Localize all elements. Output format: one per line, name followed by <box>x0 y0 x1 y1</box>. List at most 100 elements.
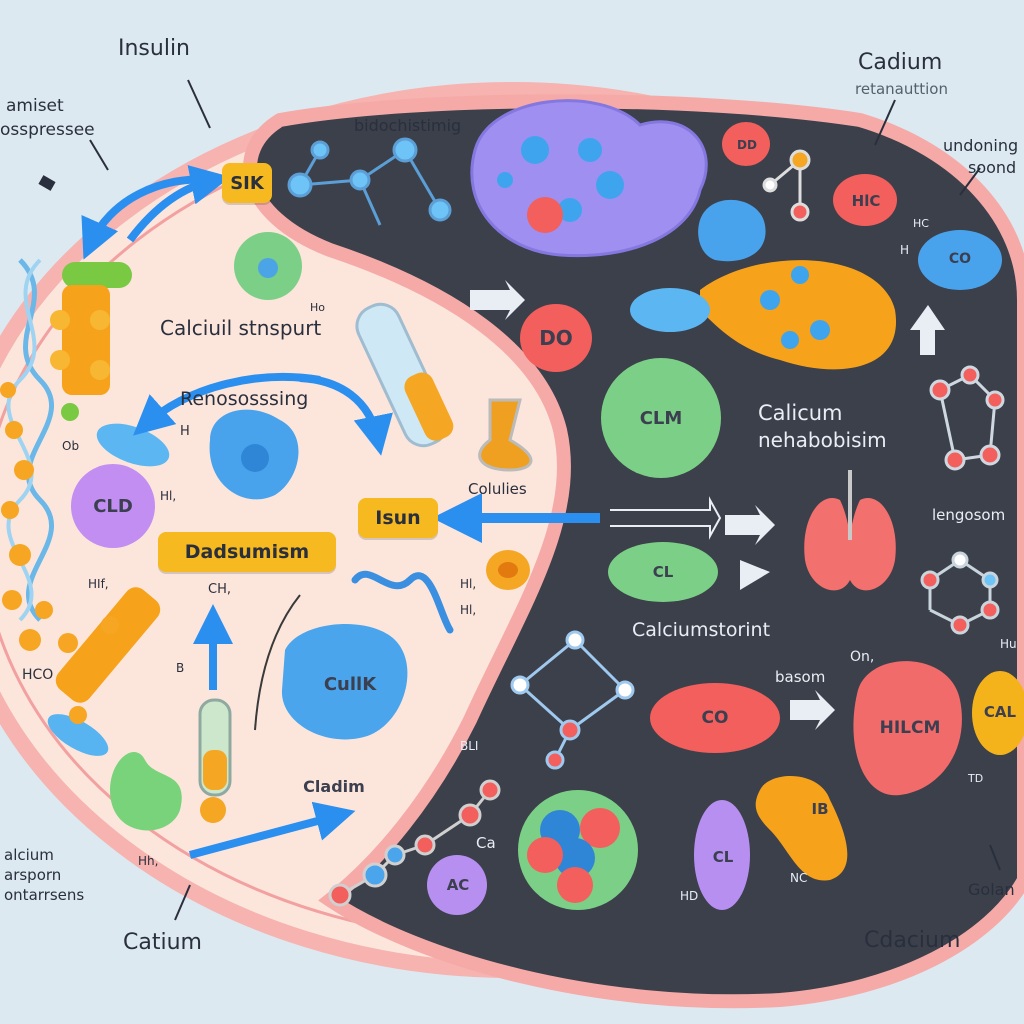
label-bidochistimig: bidochistimig <box>354 116 462 135</box>
molecule-chain-bottom <box>328 779 501 907</box>
blue-capsule-bottom <box>47 714 109 756</box>
blob-hlc: HlC <box>851 192 881 210</box>
arrow-bottom <box>188 801 356 859</box>
hilcm-red-cell <box>853 661 962 796</box>
label-basom: basom <box>775 668 826 686</box>
blob-cal: CAL <box>983 703 1017 721</box>
label-ho: Ho <box>310 301 326 314</box>
arrow-cycle-right <box>299 374 393 456</box>
cld-organelle <box>71 464 155 548</box>
dd-red-cell <box>722 122 770 166</box>
purple-capsule <box>694 800 750 910</box>
label-h-right: H <box>900 243 910 257</box>
orange-vacuole <box>700 260 897 370</box>
label-lengosom: lengosom <box>932 506 1006 524</box>
tag-sik: SIK <box>222 163 272 203</box>
blob-clm: CLM <box>639 407 683 429</box>
label-ob: Ob <box>62 439 80 453</box>
label-calicum: Calicum <box>758 401 843 425</box>
label-td: TD <box>968 772 984 785</box>
green-capsule <box>608 542 718 602</box>
label-ca: Ca <box>476 834 496 852</box>
label-ch: CH, <box>208 582 231 597</box>
molecule-network-right <box>929 365 1005 471</box>
label-renososssing: Renososssing <box>180 388 309 410</box>
open-arrow <box>610 496 722 540</box>
ib-orange-bean <box>755 776 848 881</box>
molecule-network-mid <box>510 630 635 770</box>
label-catium: Catium <box>123 930 202 955</box>
label-amiset: amiset <box>6 96 64 116</box>
label-calcium-transport: Calciuil stnspurt <box>160 316 322 340</box>
label-hif: HIf, <box>88 577 109 591</box>
green-flask-blob <box>110 751 182 831</box>
ac-purple-circle <box>427 855 487 915</box>
blob-do: DO <box>539 326 573 350</box>
blob-cl-purple: CL <box>712 848 734 866</box>
clm-green-cell <box>601 358 721 478</box>
label-hl-2: Hl, <box>460 577 477 591</box>
orange-tube <box>55 587 161 703</box>
tag-isun: Isun <box>358 498 438 538</box>
label-hc-top: HC <box>913 217 929 230</box>
label-retanauttion: retanauttion <box>855 80 948 98</box>
label-hl-3: Hl, <box>460 603 477 617</box>
label-arsporn: arsporn <box>4 866 62 884</box>
hlc-red-cell <box>833 174 897 226</box>
blob-co: CO <box>701 708 729 728</box>
label-undoning: undoning <box>943 136 1019 155</box>
blue-small-capsule <box>698 199 766 262</box>
label-insulin: Insulin <box>118 36 191 61</box>
blob-dd: DD <box>737 138 757 152</box>
blob-cullk: CullK <box>323 673 377 695</box>
co-red-capsule <box>650 683 780 753</box>
label-bli: BLI <box>460 739 479 753</box>
protein-bar <box>62 262 132 288</box>
blob-cld: CLD <box>93 495 133 517</box>
arrow-thin <box>254 594 301 731</box>
blob-ib: IB <box>811 800 829 818</box>
nucleus-spheres <box>527 808 620 903</box>
molecule-top-right <box>762 149 811 222</box>
label-ontarrsens: ontarrsens <box>4 886 85 904</box>
lung-left <box>804 498 852 591</box>
purple-organelle-granules <box>497 136 624 222</box>
blob-hilcm: HILCM <box>879 718 941 738</box>
wavy-strand <box>351 570 454 634</box>
label-osspressee: osspressee <box>0 120 95 140</box>
label-hh: Hh, <box>138 854 159 868</box>
label-hco: HCO <box>22 667 54 683</box>
do-red-cell <box>520 304 592 372</box>
blob-cladim: Cladim <box>303 776 365 796</box>
label-hl-1: Hl, <box>160 489 177 503</box>
label-golan: Golan <box>968 880 1015 899</box>
label-h: H <box>180 424 190 439</box>
label-on: On, <box>850 649 875 665</box>
leader-lines <box>89 79 1001 921</box>
label-b: B <box>176 661 185 675</box>
label-hu: Hu <box>1000 637 1017 651</box>
cal-yellow-cell <box>972 671 1024 755</box>
label-colulies: Colulies <box>468 480 527 498</box>
label-cdacium: Cdacium <box>864 928 961 953</box>
arrow-sik <box>126 165 231 243</box>
label-calciumstorint: Calciumstorint <box>632 619 771 641</box>
small-beads <box>58 616 119 724</box>
molecule-network-lower-right <box>920 551 1000 635</box>
culik-blob <box>281 623 408 740</box>
blob-ac: AC <box>446 876 470 894</box>
blob-cl: CL <box>652 563 674 581</box>
arrow-cycle-left <box>133 373 321 436</box>
label-soond: soond <box>968 158 1017 177</box>
label-hd: HD <box>680 889 699 903</box>
co-blue-capsule <box>918 230 1002 290</box>
molecule-network-top <box>287 137 452 226</box>
label-nc: NC <box>790 871 808 885</box>
tag-dadsumism: Dadsumism <box>158 532 336 572</box>
orange-bead-chain <box>0 382 53 651</box>
lung-right <box>848 498 896 591</box>
label-nehabobisim: nehabobisim <box>758 428 887 452</box>
blob-co-blue: CO <box>948 251 972 267</box>
